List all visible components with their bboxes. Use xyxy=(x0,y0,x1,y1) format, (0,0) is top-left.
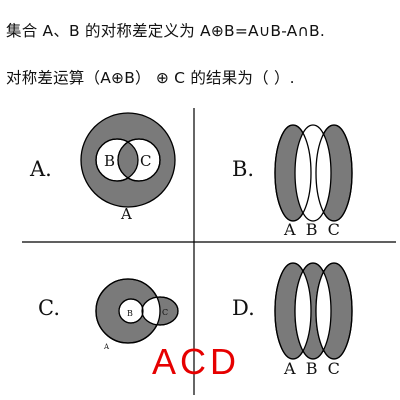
label-c: C xyxy=(140,152,151,170)
label-b: B xyxy=(127,309,133,318)
a-c-overlap xyxy=(142,297,160,325)
venn-option-b xyxy=(274,124,353,222)
option-c-label: C. xyxy=(38,296,60,320)
question-line-1: 集合 A、B 的对称差定义为 A⊕B=A∪B-A∩B. xyxy=(6,22,325,40)
option-b-set-letters: A B C xyxy=(284,220,340,239)
label-a: A xyxy=(103,343,110,351)
bc-overlap xyxy=(316,263,331,359)
question-line-2: 对称差运算（A⊕B） ⊕ C 的结果为（ ）. xyxy=(6,69,295,87)
answer-annotation: ACD xyxy=(152,341,241,382)
option-d-set-letters: A B C xyxy=(284,359,340,378)
venn-option-d xyxy=(274,262,353,360)
ab-overlap xyxy=(295,263,311,359)
option-d-label: D. xyxy=(232,296,255,320)
b-c-intersection xyxy=(118,139,138,181)
option-b-label: B. xyxy=(232,157,255,181)
label-c: C xyxy=(162,308,168,317)
venn-option-a xyxy=(80,112,176,208)
ellipse-b xyxy=(294,124,332,222)
label-a: A xyxy=(120,205,132,223)
label-b: B xyxy=(104,152,115,170)
venn-option-c xyxy=(95,278,179,344)
option-a-label: A. xyxy=(30,157,52,181)
